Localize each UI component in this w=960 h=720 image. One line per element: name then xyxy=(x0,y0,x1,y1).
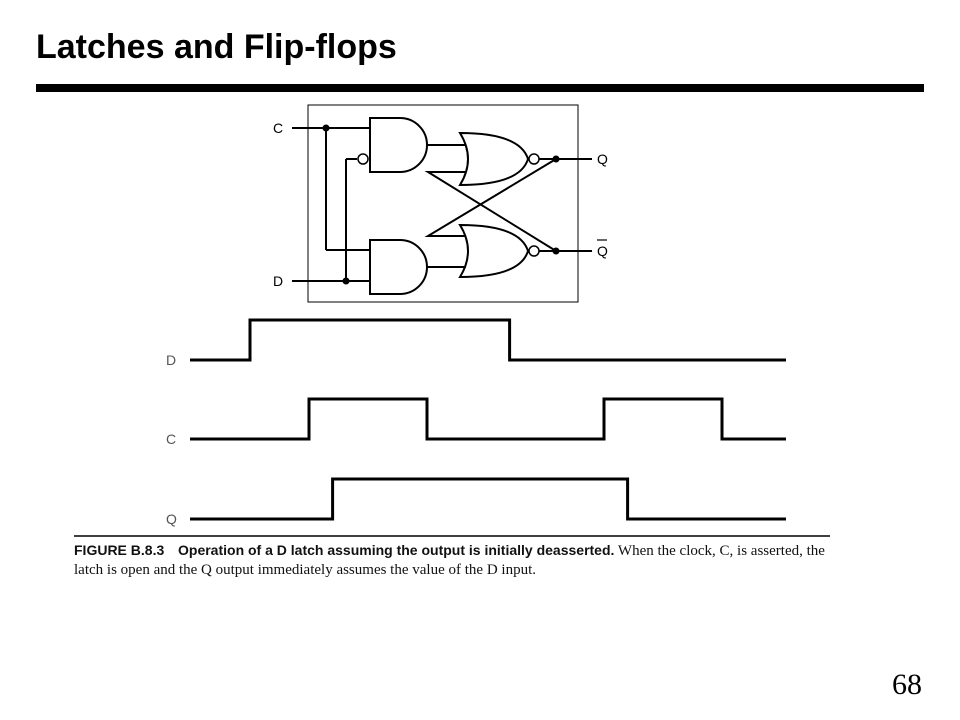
upper-nor-gate xyxy=(458,131,530,187)
title-rule xyxy=(36,84,924,92)
data-junction-dot xyxy=(342,277,350,285)
page-number: 68 xyxy=(892,668,922,701)
waveform-label-c: C xyxy=(166,431,176,447)
q-bar-feedback-wire xyxy=(424,171,557,252)
waveform-c xyxy=(190,397,786,441)
data-input-label: D xyxy=(273,273,283,289)
lower-nor-invert-bubble xyxy=(528,245,540,257)
figure-heading: Operation of a D latch assuming the outp… xyxy=(178,542,615,558)
q-junction-dot xyxy=(552,155,560,163)
clock-junction-dot xyxy=(322,124,330,132)
figure-caption: FIGURE B.8.3 Operation of a D latch assu… xyxy=(74,541,834,580)
waveform-label-q: Q xyxy=(166,511,177,527)
upper-nor-invert-bubble xyxy=(528,153,540,165)
waveform-label-d: D xyxy=(166,352,176,368)
junction-dots xyxy=(322,124,560,285)
circuit-frame xyxy=(307,104,579,303)
q-bar-output-label: Q xyxy=(597,243,608,259)
clock-input-label: C xyxy=(273,120,283,136)
waveform-d xyxy=(190,318,786,362)
slide-title: Latches and Flip-flops xyxy=(36,28,397,66)
figure-body: When the clock, C, is asserted, the latc… xyxy=(74,543,825,578)
upper-and-invert-bubble xyxy=(357,153,369,165)
upper-and-gate xyxy=(369,117,428,173)
lower-and-gate xyxy=(369,239,428,295)
waveform-q xyxy=(190,477,786,521)
timing-diagram: D C Q xyxy=(166,318,786,527)
q-feedback-wire xyxy=(424,158,557,237)
q-output-label: Q xyxy=(597,151,608,167)
q-bar-junction-dot xyxy=(552,247,560,255)
figure-id: FIGURE B.8.3 xyxy=(74,542,165,558)
d-latch-circuit xyxy=(292,104,592,303)
lower-nor-gate xyxy=(458,223,530,279)
